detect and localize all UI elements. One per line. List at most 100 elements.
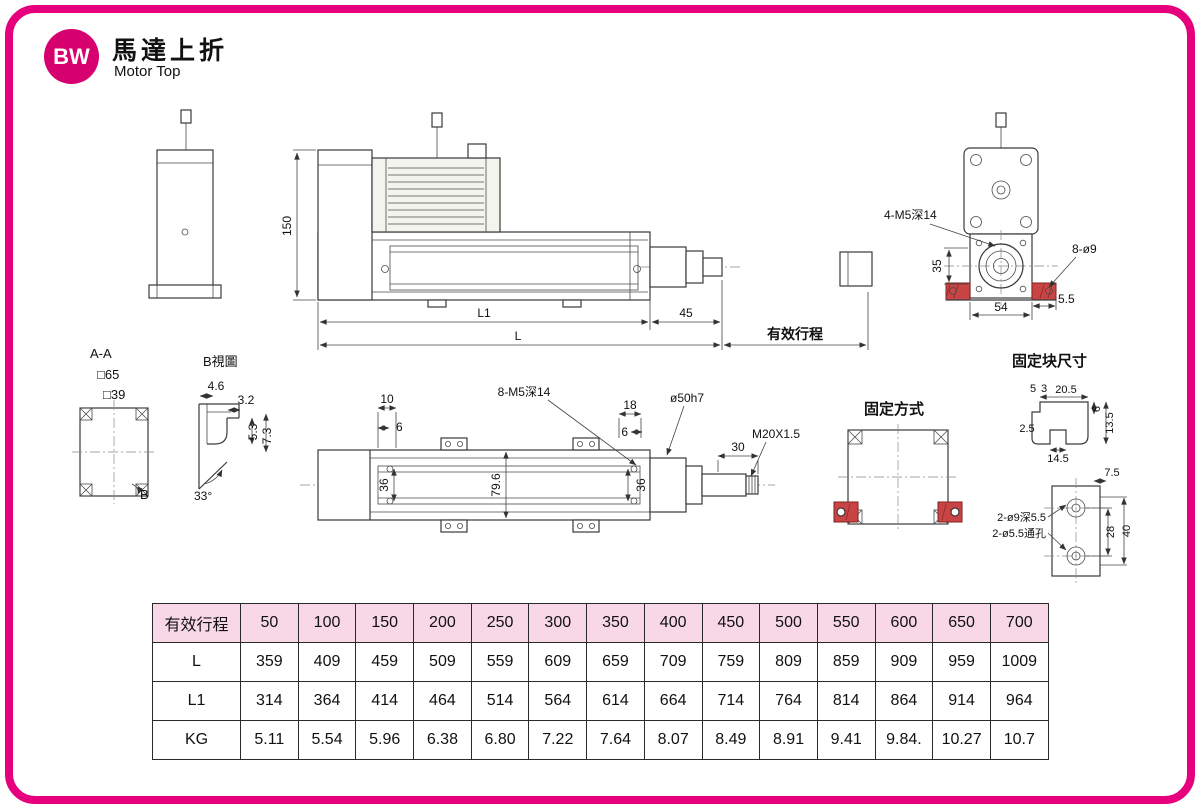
- table-cell: 864: [874, 681, 934, 721]
- row-label: L1: [152, 681, 241, 721]
- table-cell: 914: [932, 681, 991, 721]
- dim-4-6: 4.6: [208, 379, 225, 393]
- dim-36-right: 36: [634, 478, 648, 492]
- table-cell: 664: [643, 681, 703, 721]
- dim-L: L: [515, 329, 522, 343]
- actuator-top-view: [300, 437, 775, 533]
- table-cell: 8.49: [701, 720, 761, 760]
- section-title: A-A: [90, 346, 112, 361]
- stroke-column-header: 350: [586, 603, 645, 643]
- dim-7-3: 7.3: [260, 427, 274, 444]
- top-view-dimensions: 10 6 8-M5深14 18 6 ø50h7 M20X1.5 30 36 79…: [377, 385, 800, 519]
- row-label: KG: [152, 720, 241, 760]
- page-title: 馬達上折: [112, 37, 229, 65]
- dim-6a: 6: [396, 420, 403, 434]
- table-cell: 659: [586, 642, 645, 682]
- table-cell: 859: [816, 642, 876, 682]
- table-cell: 409: [297, 642, 357, 682]
- table-cell: 614: [586, 681, 645, 721]
- table-cell: 10.27: [932, 720, 991, 760]
- dim-18: 18: [623, 398, 637, 412]
- stroke-column-header: 50: [240, 603, 299, 643]
- table-header-label: 有效行程: [152, 603, 241, 643]
- dim-5-5: 5.5: [1058, 292, 1075, 306]
- label-8-o9: 8-ø9: [1072, 242, 1097, 256]
- detail-b-title: B視圖: [203, 354, 238, 369]
- table-cell: 7.64: [586, 720, 645, 760]
- motor-side-view: [148, 109, 222, 299]
- dim-o50h7: ø50h7: [670, 391, 704, 405]
- dim-sq65: □65: [97, 367, 119, 382]
- bw-logo-text: BW: [53, 43, 90, 69]
- technical-drawing: 150 L1 45 L 有效行程: [72, 109, 1133, 584]
- dim-3: 3: [1041, 383, 1047, 395]
- fixing-method-view: 固定方式: [833, 400, 963, 530]
- stroke-column-header: 600: [874, 603, 934, 643]
- table-cell: 564: [528, 681, 588, 721]
- dim-L1: L1: [477, 306, 491, 320]
- dim-40: 40: [1121, 525, 1133, 537]
- dim-20-5: 20.5: [1055, 384, 1076, 396]
- dim-33deg: 33°: [194, 489, 212, 503]
- table-cell: 414: [355, 681, 415, 721]
- dim-28: 28: [1105, 526, 1117, 538]
- table-cell: 7.22: [528, 720, 588, 760]
- stroke-column-header: 500: [759, 603, 818, 643]
- label-8-m5: 8-M5深14: [498, 385, 551, 399]
- table-cell: 464: [413, 681, 472, 721]
- table-cell: 314: [240, 681, 299, 721]
- dim-6c: 6: [1091, 406, 1103, 412]
- page-border: [5, 5, 1195, 804]
- table-cell: 764: [759, 681, 818, 721]
- table-cell: 964: [989, 681, 1049, 721]
- stroke-column-header: 300: [528, 603, 588, 643]
- stroke-column-header: 250: [470, 603, 530, 643]
- stroke-column-header: 150: [355, 603, 415, 643]
- table-cell: 909: [874, 642, 934, 682]
- label-4-m5: 4-M5深14: [884, 208, 937, 222]
- label-2-o55: 2-ø5.5通孔: [992, 527, 1046, 540]
- dim-45: 45: [679, 306, 693, 320]
- table-cell: 5.96: [355, 720, 415, 760]
- dim-54: 54: [994, 300, 1008, 314]
- table-cell: 364: [297, 681, 357, 721]
- label-m20: M20X1.5: [752, 427, 800, 441]
- dim-3-2: 3.2: [238, 393, 255, 407]
- dim-5: 5: [1030, 383, 1036, 395]
- table-cell: 609: [528, 642, 588, 682]
- table-cell: 459: [355, 642, 415, 682]
- row-label: L: [152, 642, 241, 682]
- stroke-column-header: 700: [989, 603, 1049, 643]
- stroke-column-header: 400: [643, 603, 703, 643]
- fixing-method-title: 固定方式: [864, 400, 924, 418]
- detail-view-b: B視圖 4.6 3.2 5.3 7.3 33°: [194, 354, 274, 503]
- bw-logo: BW: [44, 29, 99, 84]
- stroke-column-header: 200: [413, 603, 472, 643]
- table-cell: 759: [701, 642, 761, 682]
- table-cell: 714: [701, 681, 761, 721]
- table-cell: 6.38: [413, 720, 472, 760]
- table-cell: 559: [470, 642, 530, 682]
- table-cell: 514: [470, 681, 530, 721]
- table-cell: 6.80: [470, 720, 530, 760]
- dim-6b: 6: [621, 425, 628, 439]
- fixing-block-view: 固定块尺寸 5 3 20.5 6 13.5 2.5 14.5 7.5: [992, 352, 1133, 584]
- dim-35: 35: [930, 259, 944, 273]
- table-cell: 809: [759, 642, 818, 682]
- dim-14-5: 14.5: [1047, 453, 1068, 465]
- front-view-dimensions: 150 L1 45 L 有效行程: [280, 149, 869, 350]
- table-cell: 9.84.: [874, 720, 934, 760]
- actuator-end-view: [944, 112, 1058, 306]
- table-cell: 8.91: [759, 720, 818, 760]
- red-clamp-left: [833, 501, 859, 523]
- table-cell: 8.07: [643, 720, 703, 760]
- dim-7-5: 7.5: [1104, 467, 1119, 479]
- page-subtitle: Motor Top: [114, 63, 181, 80]
